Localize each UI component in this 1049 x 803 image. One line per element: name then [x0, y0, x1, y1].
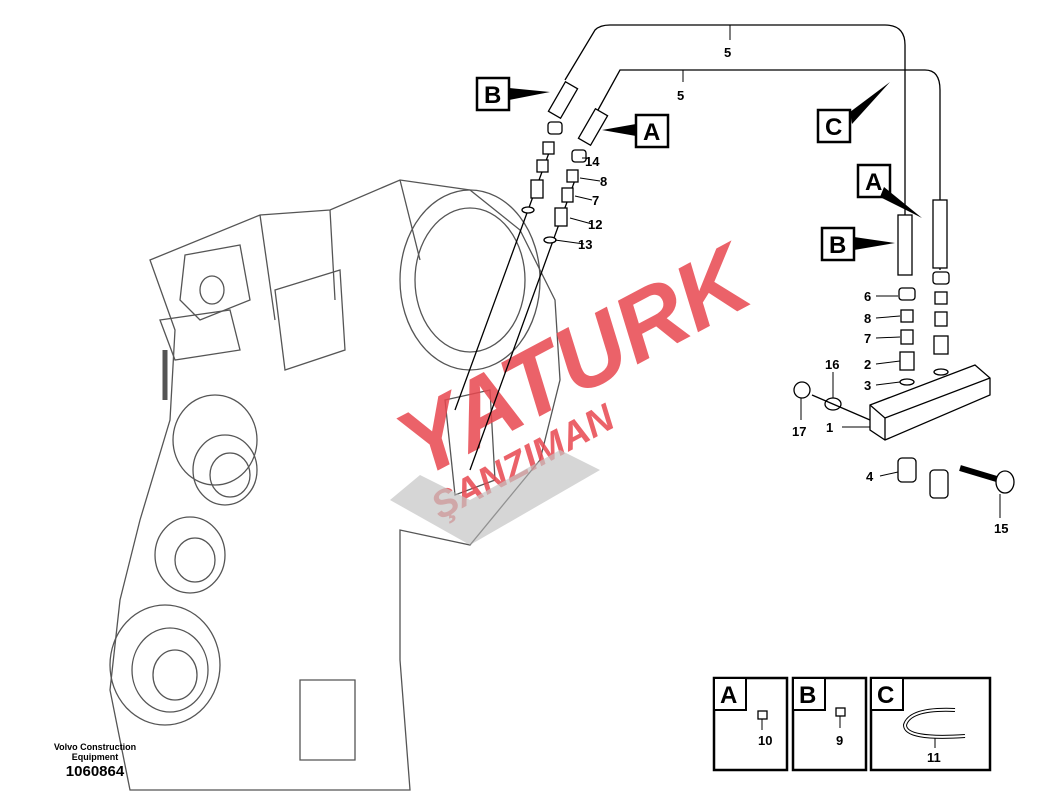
- callouts: 5 5 14 8 7 12 13 6 8 7 2 3 16 17 1 4 15: [578, 45, 1008, 536]
- svg-text:C: C: [877, 682, 894, 709]
- tag-c-right: C: [816, 82, 890, 144]
- svg-text:A: A: [865, 169, 882, 196]
- tag-b-left: B: [475, 76, 550, 112]
- document-number: 1060864: [65, 763, 125, 780]
- callout-17: 17: [792, 424, 806, 439]
- legend-c: C 11: [869, 676, 992, 772]
- leader-lines: [554, 25, 1001, 518]
- callout-12: 12: [588, 217, 602, 232]
- svg-text:C: C: [825, 114, 842, 141]
- transmission-housing: [109, 179, 561, 791]
- callout-5-outer: 5: [724, 45, 731, 60]
- callout-13: 13: [578, 237, 592, 252]
- callout-2: 2: [864, 357, 871, 372]
- manifold-block: [793, 271, 1015, 499]
- svg-text:A: A: [643, 119, 660, 146]
- reference-tags: B A C A B: [475, 76, 922, 262]
- svg-text:11: 11: [927, 750, 941, 765]
- legend-a: A 10: [712, 676, 789, 772]
- svg-text:B: B: [484, 82, 501, 109]
- callout-8-right: 8: [864, 311, 871, 326]
- cable-tie-head-icon: [757, 710, 768, 720]
- callout-7-right: 7: [864, 331, 871, 346]
- svg-text:B: B: [799, 682, 816, 709]
- svg-text:B: B: [829, 232, 846, 259]
- tag-b-right: B: [820, 226, 895, 262]
- callout-7-left: 7: [592, 193, 599, 208]
- tag-a-left: A: [602, 113, 670, 149]
- callout-6: 6: [864, 289, 871, 304]
- tag-a-right: A: [856, 163, 922, 218]
- legend-b: B 11 9: [791, 676, 868, 772]
- watermark-logo: YATURK ŞANZIMAN: [380, 223, 773, 545]
- publisher-credit: Volvo Construction Equipment: [53, 742, 137, 762]
- callout-14: 14: [585, 154, 600, 169]
- callout-4: 4: [866, 469, 874, 484]
- callout-5-inner: 5: [677, 88, 684, 103]
- callout-15: 15: [994, 521, 1008, 536]
- callout-16: 16: [825, 357, 839, 372]
- left-fittings: [521, 121, 587, 244]
- clip-icon: [835, 707, 846, 717]
- svg-text:9: 9: [836, 733, 843, 748]
- svg-text:10: 10: [758, 733, 772, 748]
- callout-8-left: 8: [600, 174, 607, 189]
- callout-3: 3: [864, 378, 871, 393]
- svg-text:A: A: [720, 682, 737, 709]
- hoses: [454, 24, 948, 471]
- callout-1: 1: [826, 420, 833, 435]
